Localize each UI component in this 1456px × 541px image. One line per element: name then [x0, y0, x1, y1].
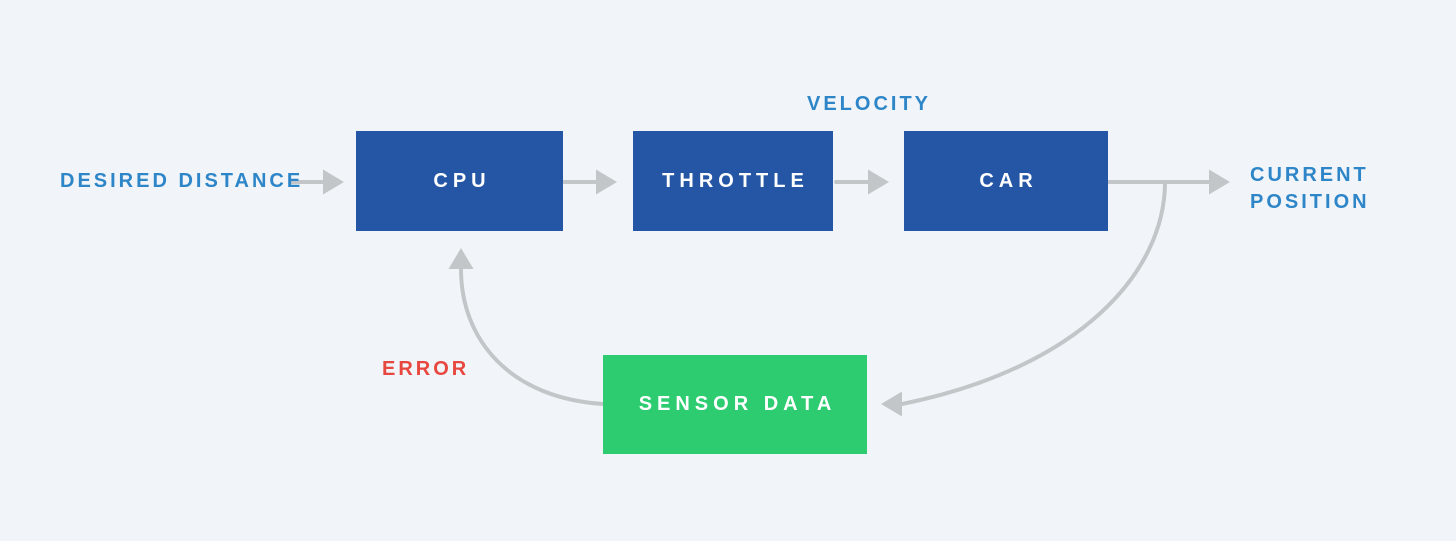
curve-car-output-to-sensor-data	[881, 180, 1167, 417]
node-throttle-label: THROTTLE	[662, 169, 809, 192]
arrow-cpu-to-throttle	[562, 169, 617, 195]
label-error: ERROR	[382, 358, 470, 380]
label-current-position: CURRENT POSITION	[1250, 164, 1370, 213]
node-throttle: THROTTLE	[633, 131, 833, 231]
node-sensor-data: SENSOR DATA	[603, 355, 867, 454]
arrow-throttle-to-car	[834, 169, 889, 195]
node-cpu-label: CPU	[433, 169, 491, 192]
label-desired-distance: DESIRED DISTANCE	[60, 170, 304, 192]
arrow-car-to-current-position	[1106, 169, 1230, 195]
arrow-desired-distance-to-cpu	[290, 169, 344, 195]
node-sensor-data-label: SENSOR DATA	[638, 393, 837, 415]
curve-sensor-data-to-cpu	[448, 248, 605, 406]
label-velocity: VELOCITY	[807, 93, 932, 115]
node-car: CAR	[904, 131, 1108, 231]
node-car-label: CAR	[979, 169, 1038, 192]
node-cpu: CPU	[356, 131, 563, 231]
